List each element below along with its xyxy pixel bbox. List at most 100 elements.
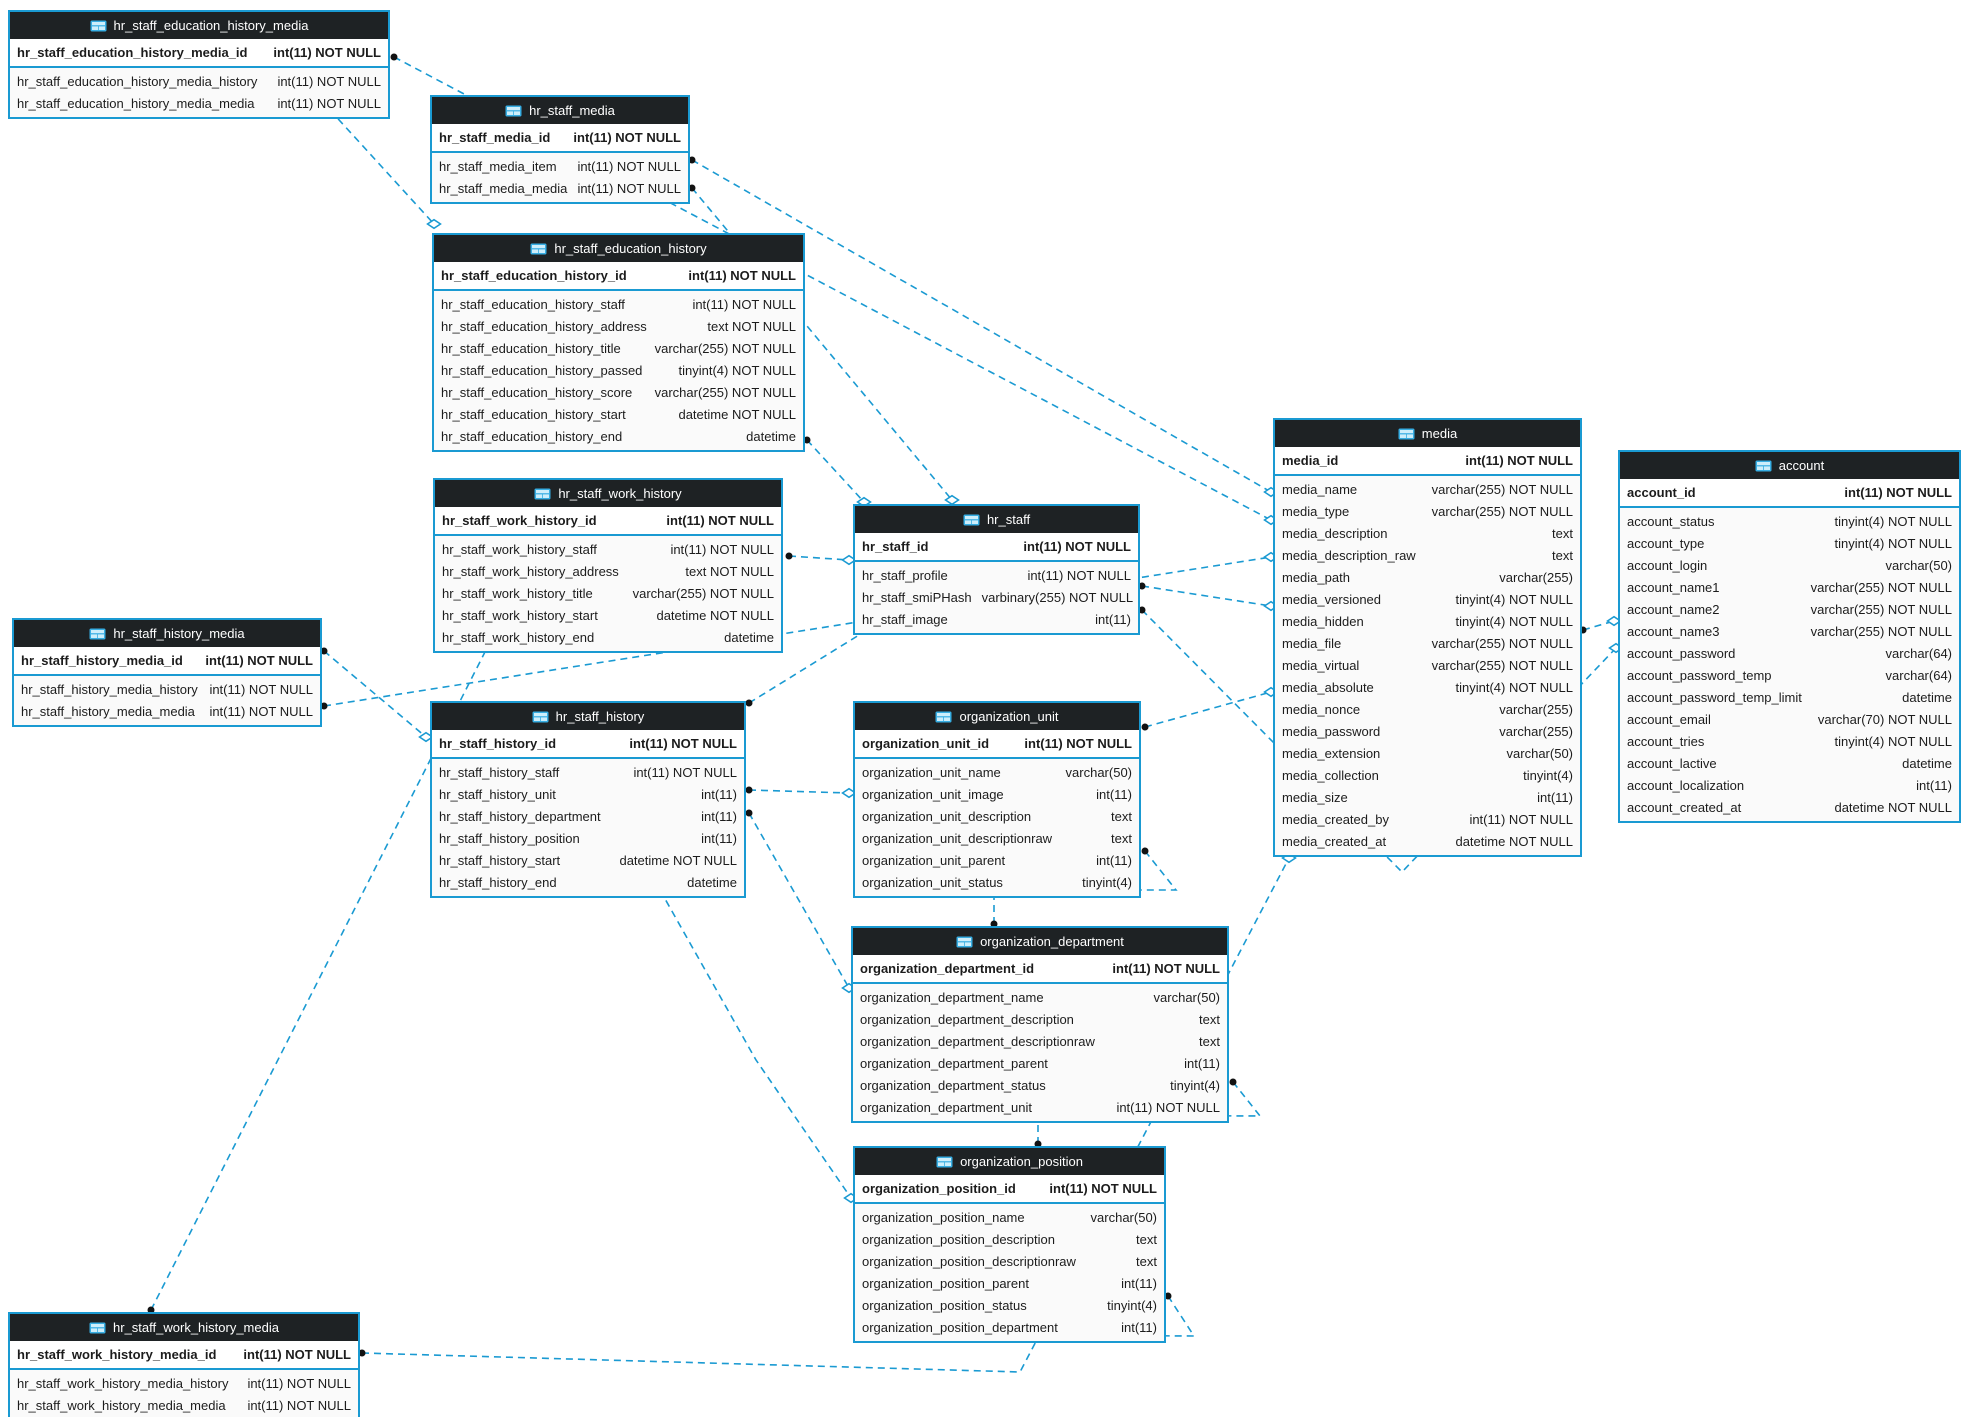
relationship-hr_staff_history-to-organization_unit[interactable] [748, 789, 850, 794]
table-header[interactable]: account [1620, 452, 1959, 479]
relationship-hr_staff_media-to-media[interactable] [691, 159, 1272, 493]
relationship-hr_staff_education_history-to-hr_staff[interactable] [806, 439, 865, 503]
relationship-hr_staff_history-to-hr_staff[interactable] [748, 626, 873, 704]
relationship-hr_staff_education_history_media-to-media[interactable] [393, 56, 1272, 521]
relationship-hr_staff_history_media-to-hr_staff_history[interactable] [323, 650, 427, 738]
column-row[interactable]: hr_staff_education_history_media_history… [10, 70, 388, 92]
table-header[interactable]: hr_staff_work_history_media [10, 1314, 358, 1341]
relationship-organization_unit-to-organization_unit[interactable] [1018, 850, 1178, 891]
table-header[interactable]: organization_position [855, 1148, 1164, 1175]
table-header[interactable]: hr_staff_education_history_media [10, 12, 388, 39]
relationship-hr_staff_history-to-organization_position[interactable] [659, 889, 852, 1199]
relationship-hr_staff_work_history-to-hr_staff[interactable] [788, 555, 850, 561]
table-header[interactable]: hr_staff_education_history [434, 235, 803, 262]
table-header[interactable]: hr_staff_history_media [14, 620, 320, 647]
table-header[interactable]: media [1275, 420, 1580, 447]
table-header[interactable]: hr_staff [855, 506, 1138, 533]
table-header[interactable]: hr_staff_work_history [435, 480, 781, 507]
relationship-hr_staff-to-media[interactable] [1141, 585, 1272, 607]
relationship-hr_staff_media-to-hr_staff[interactable] [691, 187, 953, 501]
